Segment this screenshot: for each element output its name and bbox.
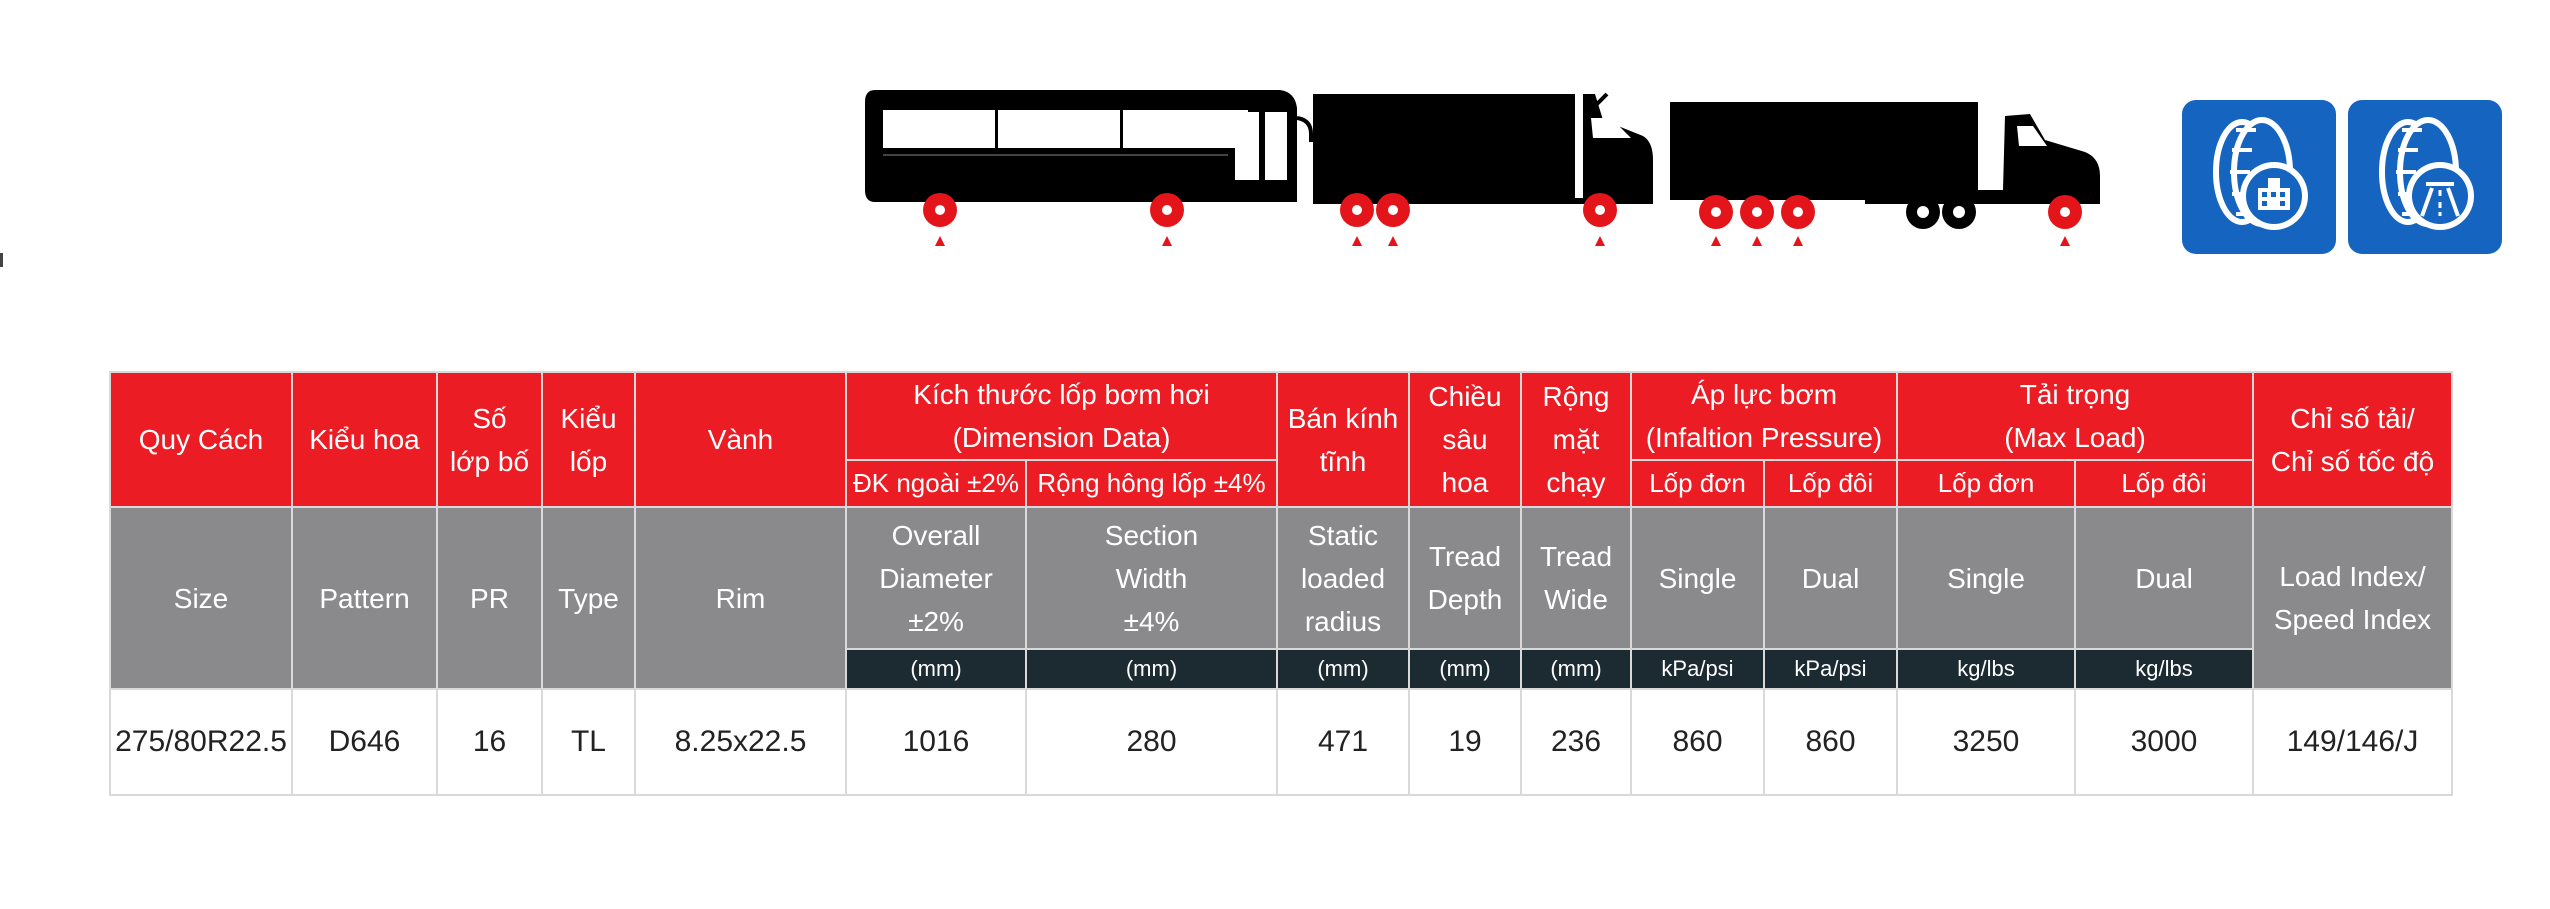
unit-load-single: kg/lbs — [1896, 648, 2076, 690]
header-type-en: Type — [541, 506, 636, 690]
rigid-truck-icon — [1313, 92, 1653, 246]
header-dimension-data: Kích thước lốp bơm hơi(Dimension Data) — [845, 371, 1278, 461]
unit-static-radius: (mm) — [1276, 648, 1410, 690]
header-size-vi: Quy Cách — [109, 371, 293, 508]
unit-tread-wide: (mm) — [1520, 648, 1632, 690]
unit-load-dual: kg/lbs — [2074, 648, 2254, 690]
header-overall-diameter-vi: ĐK ngoài ±2% — [845, 459, 1027, 508]
header-pattern-en: Pattern — [291, 506, 438, 690]
cell-type: TL — [541, 688, 636, 796]
unit-inflation-single: kPa/psi — [1630, 648, 1765, 690]
header-pattern-vi: Kiểu hoa — [291, 371, 438, 508]
cell-tread-wide: 236 — [1520, 688, 1632, 796]
table-row: 275/80R22.5 D646 16 TL 8.25x22.5 1016 28… — [109, 688, 2453, 796]
cell-inflation-single: 860 — [1630, 688, 1765, 796]
cell-load-single: 3250 — [1896, 688, 2076, 796]
header-load-dual-en: Dual — [2074, 506, 2254, 650]
header-inflation-dual-en: Dual — [1763, 506, 1898, 650]
cell-size: 275/80R22.5 — [109, 688, 293, 796]
header-load-speed-vi: Chỉ số tải/Chỉ số tốc độ — [2252, 371, 2453, 508]
cell-overall-diameter: 1016 — [845, 688, 1027, 796]
header-load-single-vi: Lốp đơn — [1896, 459, 2076, 508]
tractor-trailer-icon — [1670, 102, 2100, 246]
header-inflation-single-vi: Lốp đơn — [1630, 459, 1765, 508]
cell-inflation-dual: 860 — [1763, 688, 1898, 796]
header-section-width-vi: Rộng hông lốp ±4% — [1025, 459, 1278, 508]
cell-tread-depth: 19 — [1408, 688, 1522, 796]
header-load-dual-vi: Lốp đôi — [2074, 459, 2254, 508]
unit-overall-diameter: (mm) — [845, 648, 1027, 690]
vehicle-application-strip — [855, 80, 2505, 255]
unit-tread-depth: (mm) — [1408, 648, 1522, 690]
cell-rim: 8.25x22.5 — [634, 688, 847, 796]
cell-pr: 16 — [436, 688, 543, 796]
header-pr-en: PR — [436, 506, 543, 690]
cell-load-dual: 3000 — [2074, 688, 2254, 796]
urban-road-tire-icon — [2182, 100, 2336, 254]
cell-static-radius: 471 — [1276, 688, 1410, 796]
header-inflation-pressure: Áp lực bơm(Infaltion Pressure) — [1630, 371, 1898, 461]
header-rim-vi: Vành — [634, 371, 847, 508]
header-inflation-dual-vi: Lốp đôi — [1763, 459, 1898, 508]
header-inflation-single-en: Single — [1630, 506, 1765, 650]
header-load-single-en: Single — [1896, 506, 2076, 650]
cell-section-width: 280 — [1025, 688, 1278, 796]
header-load-speed-en: Load Index/Speed Index — [2252, 506, 2453, 690]
cell-pattern: D646 — [291, 688, 438, 796]
edge-mark — [0, 253, 3, 267]
cell-load-speed: 149/146/J — [2252, 688, 2453, 796]
unit-inflation-dual: kPa/psi — [1763, 648, 1898, 690]
header-rim-en: Rim — [634, 506, 847, 690]
header-max-load: Tải trọng(Max Load) — [1896, 371, 2254, 461]
header-size-en: Size — [109, 506, 293, 690]
bus-icon — [865, 90, 1313, 246]
unit-section-width: (mm) — [1025, 648, 1278, 690]
highway-tire-icon — [2348, 100, 2502, 254]
